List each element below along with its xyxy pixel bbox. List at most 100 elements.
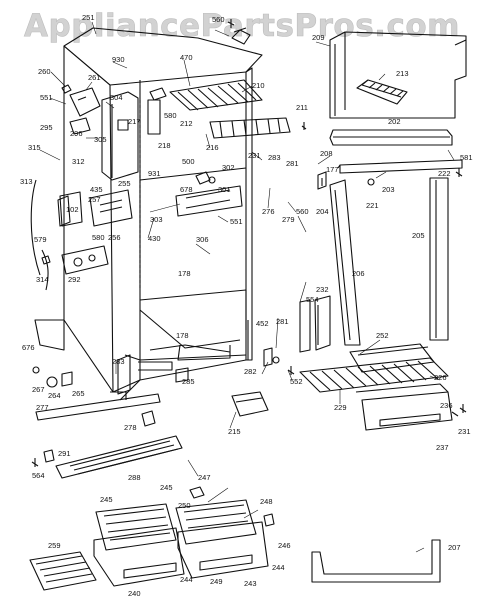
part-label-552: 552 xyxy=(290,377,303,386)
part-label-177: 177 xyxy=(326,165,339,174)
part-label-554: 554 xyxy=(306,295,319,304)
part-label-291: 291 xyxy=(58,449,71,458)
part-label-222: 222 xyxy=(438,169,451,178)
part-label-281: 281 xyxy=(276,317,289,326)
crisper-pad xyxy=(29,551,97,591)
part-label-282: 282 xyxy=(244,367,257,376)
thermostat xyxy=(69,87,101,117)
mullion-channel xyxy=(314,295,331,351)
part-label-470: 470 xyxy=(180,53,193,62)
part-label-295: 295 xyxy=(40,123,53,132)
part-label-930: 930 xyxy=(112,55,125,64)
watermark-logo: AppliancePartsPros.com xyxy=(24,8,460,45)
shelf-rail xyxy=(299,299,311,353)
part-label-232: 232 xyxy=(316,285,329,294)
door-gasket-strip xyxy=(429,177,449,341)
part-label-260: 260 xyxy=(38,67,51,76)
part-label-221: 221 xyxy=(366,201,379,210)
part-label-288: 288 xyxy=(128,473,141,482)
part-label-244: 244 xyxy=(272,563,285,572)
part-label-560: 560 xyxy=(296,207,309,216)
part-label-243: 243 xyxy=(244,579,257,588)
part-label-551: 551 xyxy=(40,93,53,102)
part-label-304: 304 xyxy=(110,93,123,102)
part-label-217: 217 xyxy=(128,117,141,126)
ice-tray xyxy=(356,79,408,105)
bottom-hinge-bar xyxy=(35,393,161,421)
part-label-203: 203 xyxy=(382,185,395,194)
top-hinge xyxy=(231,27,251,45)
part-label-281: 281 xyxy=(286,159,299,168)
temperature-control xyxy=(69,117,91,135)
part-label-246: 246 xyxy=(278,541,291,550)
fan-blade xyxy=(195,171,211,185)
thermostat-knob xyxy=(61,84,72,94)
part-label-250: 250 xyxy=(178,501,191,510)
part-label-237: 237 xyxy=(436,443,449,452)
part-label-248: 248 xyxy=(260,497,273,506)
meat-keeper-drawer xyxy=(355,383,453,431)
part-label-245: 245 xyxy=(160,483,173,492)
door-divider xyxy=(337,159,463,174)
part-label-102: 102 xyxy=(66,205,79,214)
base-grille xyxy=(55,435,183,479)
crisper-drawer-left xyxy=(93,503,185,587)
part-label-315: 315 xyxy=(28,143,41,152)
leveling-leg xyxy=(46,376,58,388)
part-label-278: 278 xyxy=(124,423,137,432)
part-label-678: 678 xyxy=(180,185,193,194)
screw xyxy=(227,19,235,28)
part-label-313: 313 xyxy=(20,177,33,186)
part-label-178: 178 xyxy=(178,269,191,278)
crisper-drawer-right xyxy=(175,499,269,579)
water-tube xyxy=(41,249,49,291)
door-shelf xyxy=(311,539,441,583)
relay-box xyxy=(59,191,83,227)
part-label-210: 210 xyxy=(252,81,265,90)
part-label-202: 202 xyxy=(388,117,401,126)
part-label-259: 259 xyxy=(48,541,61,550)
part-label-296: 296 xyxy=(70,129,83,138)
freezer-wire-shelf xyxy=(169,79,263,111)
part-label-265: 265 xyxy=(72,389,85,398)
part-label-261: 261 xyxy=(88,73,101,82)
part-label-240: 240 xyxy=(128,589,141,598)
part-label-279: 279 xyxy=(282,215,295,224)
part-label-551: 551 xyxy=(230,217,243,226)
defrost-timer xyxy=(89,189,133,227)
control-housing xyxy=(101,87,167,181)
grille-clip xyxy=(43,449,55,463)
part-label-435: 435 xyxy=(90,185,103,194)
bracket xyxy=(175,367,189,383)
part-label-676: 676 xyxy=(22,343,35,352)
part-label-283: 283 xyxy=(268,153,281,162)
part-label-579: 579 xyxy=(34,235,47,244)
part-label-209: 209 xyxy=(312,33,325,42)
part-label-500: 500 xyxy=(182,157,195,166)
freezer-shelf-216 xyxy=(209,117,291,139)
part-label-264: 264 xyxy=(48,391,61,400)
drawer-stop xyxy=(263,513,275,527)
screw xyxy=(31,458,39,467)
part-label-276: 276 xyxy=(262,207,275,216)
part-label-430: 430 xyxy=(148,234,161,243)
part-label-277: 277 xyxy=(36,403,49,412)
part-label-207: 207 xyxy=(448,543,461,552)
part-label-244: 244 xyxy=(180,575,193,584)
part-label-301: 301 xyxy=(218,185,231,194)
screw xyxy=(301,122,307,130)
part-label-204: 204 xyxy=(316,207,329,216)
part-label-211: 211 xyxy=(296,103,308,112)
part-label-208: 208 xyxy=(320,149,333,158)
screw xyxy=(455,168,463,177)
part-label-581: 581 xyxy=(460,153,473,162)
part-label-560: 560 xyxy=(212,15,225,24)
drawer-slide xyxy=(189,486,205,499)
part-label-255: 255 xyxy=(118,179,131,188)
part-label-216: 216 xyxy=(206,143,219,152)
leveling-roller xyxy=(61,371,73,387)
part-label-580: 580 xyxy=(164,111,177,120)
part-label-931: 931 xyxy=(148,169,161,178)
